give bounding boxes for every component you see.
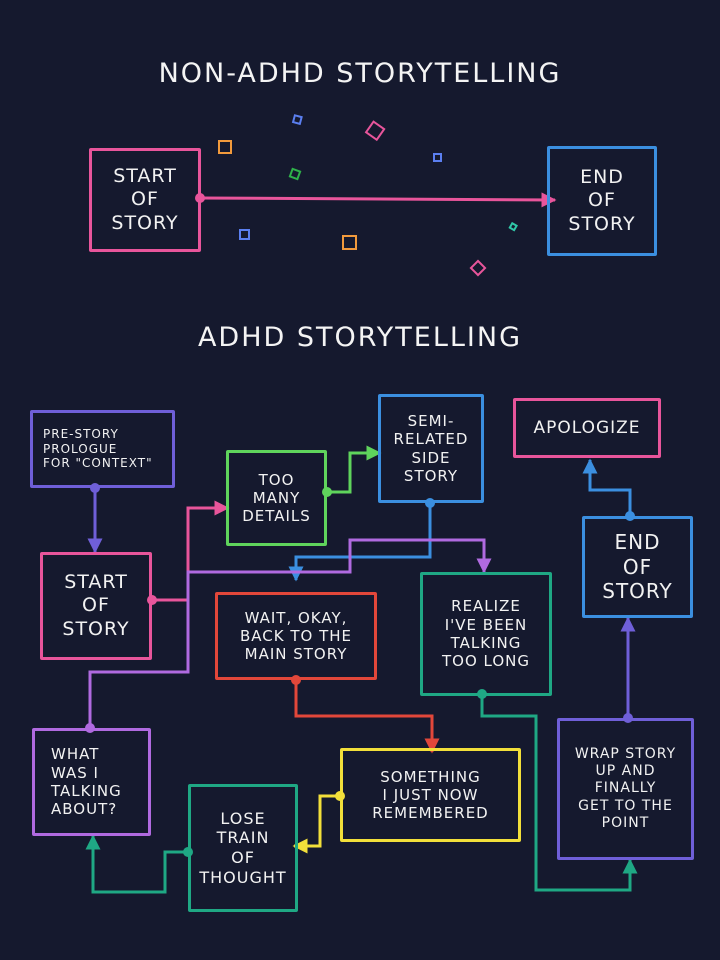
prologue-label: PRE-STORY PROLOGUE FOR "CONTEXT" xyxy=(43,427,153,471)
something-box: SOMETHING I JUST NOW REMEMBERED xyxy=(340,748,521,842)
wait-to-something-arrow xyxy=(291,675,440,754)
confetti-square xyxy=(288,167,302,181)
wait-okay-box: WAIT, OKAY, BACK TO THE MAIN STORY xyxy=(215,592,377,680)
confetti-square xyxy=(291,114,303,126)
too-many-details-label: TOO MANY DETAILS xyxy=(242,470,311,526)
realize-box: REALIZE I'VE BEEN TALKING TOO LONG xyxy=(420,572,552,696)
lose-train-box: LOSE TRAIN OF THOUGHT xyxy=(188,784,298,912)
end-to-apologize-arrow xyxy=(582,458,635,521)
confetti-square xyxy=(508,221,518,232)
confetti-square xyxy=(342,235,357,250)
adhd-start-box: START OF STORY xyxy=(40,552,152,660)
too-many-details-box: TOO MANY DETAILS xyxy=(226,450,327,546)
confetti-square xyxy=(433,153,442,162)
confetti-group xyxy=(218,114,518,277)
adhd-title: ADHD STORYTELLING xyxy=(197,322,523,353)
non-adhd-end-label: END OF STORY xyxy=(568,166,636,235)
confetti-square xyxy=(364,120,386,142)
non-adhd-start-label: START OF STORY xyxy=(111,165,179,234)
what-was-i-label: WHAT WAS I TALKING ABOUT? xyxy=(51,745,122,819)
confetti-square xyxy=(469,259,487,277)
start-to-end-arrow xyxy=(195,192,557,208)
non-adhd-title: NON-ADHD STORYTELLING xyxy=(158,58,562,89)
details-to-side-story-arrow xyxy=(322,445,382,497)
semi-related-label: SEMI- RELATED SIDE STORY xyxy=(393,411,469,485)
non-adhd-end-box: END OF STORY xyxy=(547,146,657,256)
wrap-to-end-arrow xyxy=(620,616,636,723)
lose-train-to-what-arrow xyxy=(85,834,193,894)
lose-train-label: LOSE TRAIN OF THOUGHT xyxy=(199,808,287,887)
adhd-end-label: END OF STORY xyxy=(602,530,673,604)
confetti-square xyxy=(239,229,250,240)
adhd-start-label: START OF STORY xyxy=(62,571,130,640)
wrap-up-label: WRAP STORY UP AND FINALLY GET TO THE POI… xyxy=(574,746,677,831)
realize-label: REALIZE I'VE BEEN TALKING TOO LONG xyxy=(441,597,531,671)
wrap-up-box: WRAP STORY UP AND FINALLY GET TO THE POI… xyxy=(557,718,694,860)
apologize-label: APOLOGIZE xyxy=(533,417,641,438)
apologize-box: APOLOGIZE xyxy=(513,398,661,458)
adhd-end-box: END OF STORY xyxy=(582,516,693,618)
prologue-to-start-arrow xyxy=(87,483,103,554)
non-adhd-start-box: START OF STORY xyxy=(89,148,201,252)
what-was-i-box: WHAT WAS I TALKING ABOUT? xyxy=(32,728,151,836)
prologue-box: PRE-STORY PROLOGUE FOR "CONTEXT" xyxy=(30,410,175,488)
wait-okay-label: WAIT, OKAY, BACK TO THE MAIN STORY xyxy=(239,608,353,664)
semi-related-box: SEMI- RELATED SIDE STORY xyxy=(378,394,484,503)
something-label: SOMETHING I JUST NOW REMEMBERED xyxy=(372,767,489,823)
something-to-lose-train-arrow xyxy=(292,791,345,854)
confetti-square xyxy=(218,140,232,154)
